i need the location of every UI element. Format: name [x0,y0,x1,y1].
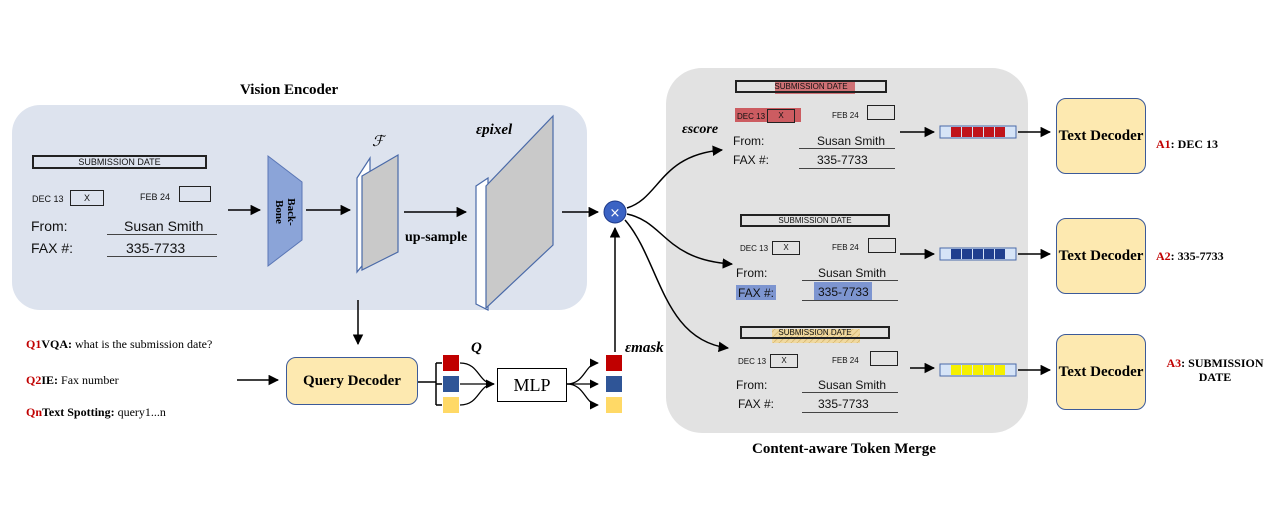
doc3-fax-value: 335-7733 [818,397,869,411]
answer-2-id: A2 [1156,249,1171,263]
mask-square-blue [606,376,622,392]
doc-fax-label: FAX #: [31,240,74,256]
doc2-fax-value: 335-7733 [818,285,869,299]
query-square-yellow [443,397,459,413]
doc3-date1: DEC 13 [738,357,767,366]
token-bar-blue [939,247,1017,261]
doc1-from-label: From: [733,134,765,148]
vision-encoder-title: Vision Encoder [240,82,339,98]
answer-3-id: A3 [1166,356,1182,370]
doc1-fax-label: FAX #: [733,153,770,167]
doc3-from-label: From: [736,378,768,392]
doc-empty-box [179,186,211,202]
doc-from-value: Susan Smith [124,218,204,234]
query-n-text: query1...n [114,405,166,419]
doc-fax-value: 335-7733 [126,240,186,256]
doc3-fax-label: FAX #: [738,397,775,411]
query-decoder-box: Query Decoder [286,357,418,405]
query-square-red [443,355,459,371]
doc2-date2: FEB 24 [832,243,859,252]
score-label: εscore [682,122,719,137]
doc2-from-value: Susan Smith [818,266,887,280]
answer-2-text: : 335-7733 [1170,249,1224,263]
mlp-box: MLP [497,368,567,402]
pixel-embedding-shape [475,176,489,311]
answer-2: A2: 335-7733 [1156,249,1224,263]
upsample-label: up-sample [405,230,468,245]
doc-date2: FEB 24 [140,192,171,202]
source-document: SUBMISSION DATE DEC 13 X FEB 24 From: Su… [22,152,222,262]
score-document-2: SUBMISSION DATE DEC 13 X FEB 24 From: Su… [732,212,902,304]
query-2-type: IE: [41,373,59,387]
token-merge-panel [666,68,1028,433]
query-2-id: Q2 [26,373,42,387]
doc3-header: SUBMISSION DATE [740,326,890,339]
answer-3-text: : SUBMISSION DATE [1181,356,1264,384]
query-2: Q2IE: Fax number [26,373,119,388]
feature-symbol: ℱ [372,134,384,150]
doc2-date1: DEC 13 [740,244,769,253]
doc3-date2: FEB 24 [832,356,859,365]
mask-label: εmask [625,340,664,356]
doc-header: SUBMISSION DATE [32,155,207,169]
backbone-shape [267,154,303,268]
doc-checkbox: X [70,190,104,206]
doc-from-label: From: [31,218,68,234]
svg-text:×: × [610,206,621,221]
score-document-1: SUBMISSION DATE DEC 13 X FEB 24 From: Su… [727,78,899,172]
token-merge-title: Content-aware Token Merge [752,441,936,457]
doc2-checkbox: X [772,241,800,255]
token-bar-red [939,125,1017,139]
answer-3: A3: SUBMISSION DATE [1156,356,1274,384]
query-n-id: Qn [26,405,43,419]
doc1-date1: DEC 13 [737,112,766,121]
doc1-from-value: Susan Smith [817,134,886,148]
answer-1-text: : DEC 13 [1170,137,1219,151]
pixel-label: εpixel [476,122,513,138]
query-1-type: VQA: [41,337,73,351]
doc1-date2: FEB 24 [832,111,859,120]
text-decoder-2: Text Decoder [1056,218,1146,294]
doc3-checkbox: X [770,354,798,368]
doc-date1: DEC 13 [32,194,64,204]
query-square-blue [443,376,459,392]
query-n: QnText Spotting: query1...n [26,405,166,420]
query-1-id: Q1 [26,337,42,351]
query-2-text: Fax number [58,373,119,387]
doc2-header: SUBMISSION DATE [740,214,890,227]
query-n-type: Text Spotting: [42,405,115,419]
text-decoder-1: Text Decoder [1056,98,1146,174]
text-decoder-3: Text Decoder [1056,334,1146,410]
query-1-text: what is the submission date? [72,337,213,351]
doc3-from-value: Susan Smith [818,378,887,392]
doc1-header: SUBMISSION DATE [735,80,887,93]
token-bar-yellow [939,363,1017,377]
query-1: Q1VQA: what is the submission date? [26,337,212,352]
doc1-checkbox: X [767,109,795,123]
doc1-fax-value: 335-7733 [817,153,868,167]
answer-1-id: A1 [1156,137,1171,151]
mask-square-yellow [606,397,622,413]
doc2-fax-label: FAX #: [738,286,775,300]
doc2-from-label: From: [736,266,768,280]
mask-square-red [606,355,622,371]
score-document-3: SUBMISSION DATE DEC 13 X FEB 24 From: Su… [732,324,904,416]
query-symbol: Q [471,340,482,356]
backbone-label: Back-Bone [273,198,297,226]
answer-1: A1: DEC 13 [1156,137,1218,151]
multiply-node [603,200,627,224]
